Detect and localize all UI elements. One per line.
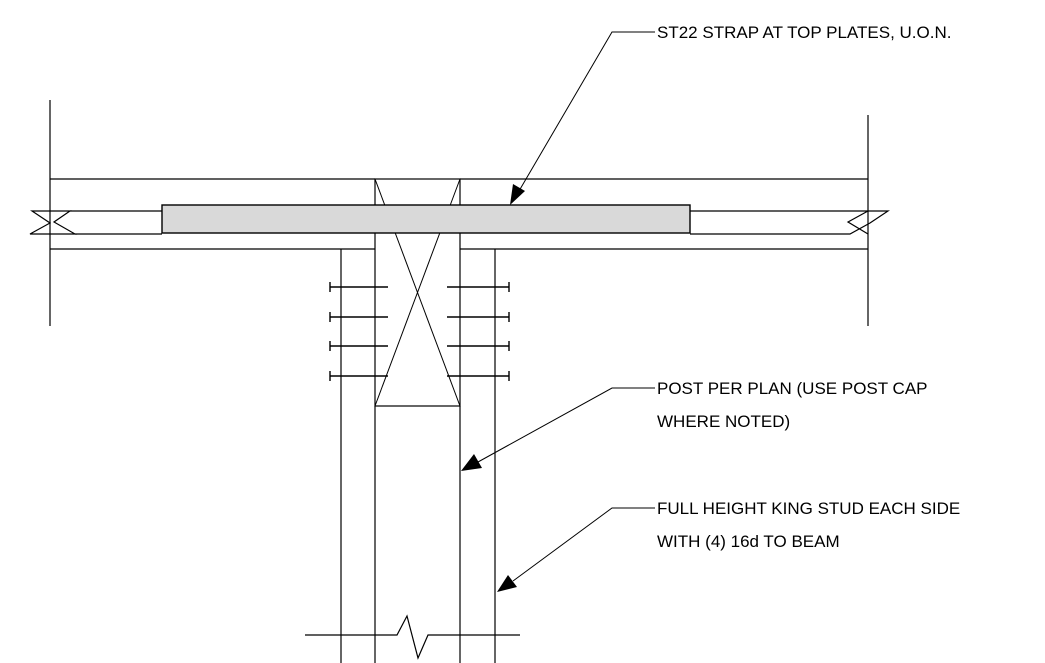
strap-leader-arrow (510, 184, 525, 205)
st22-strap (161, 204, 691, 234)
king-stud-note-line-2: WITH (4) 16d TO BEAM (657, 532, 840, 551)
right-break-segment-lower (690, 210, 890, 235)
king-stud-leader-line (512, 507, 655, 582)
strap-note: ST22 STRAP AT TOP PLATES, U.O.N. (657, 20, 951, 45)
post-box (374, 178, 461, 407)
post-note: POST PER PLAN (USE POST CAP WHERE NOTED) (657, 376, 928, 434)
left-break-line (29, 210, 78, 235)
post-note-line-2: WHERE NOTED) (657, 412, 791, 431)
right-break-segment (690, 210, 869, 235)
strap-leader-line (518, 31, 655, 192)
post-note-line-1: POST PER PLAN (USE POST CAP (657, 379, 928, 398)
nails-right (447, 282, 510, 381)
strap-note-line-1: ST22 STRAP AT TOP PLATES, U.O.N. (657, 23, 952, 42)
king-stud-leader-arrow (497, 575, 517, 592)
king-stud-note-line-1: FULL HEIGHT KING STUD EACH SIDE (657, 499, 961, 518)
bottom-break-line (305, 614, 520, 660)
king-stud-note: FULL HEIGHT KING STUD EACH SIDE WITH (4)… (657, 496, 960, 554)
nails-left (329, 282, 388, 381)
post-leader-arrow (461, 454, 482, 471)
post-leader-line (477, 387, 655, 463)
